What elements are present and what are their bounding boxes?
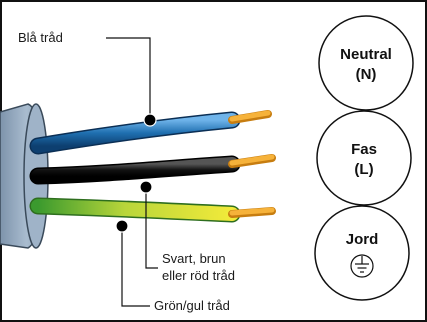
earth-terminal: Jord bbox=[314, 205, 410, 301]
blue-wire-marker-dot bbox=[143, 113, 157, 127]
blue-wire-label: Blå tråd bbox=[18, 30, 63, 45]
green-yellow-wire bbox=[29, 197, 276, 223]
black-wire-marker-dot bbox=[139, 180, 153, 194]
black-wire bbox=[29, 154, 276, 185]
phase-terminal-abbrev: (L) bbox=[354, 161, 373, 178]
phase-terminal-label: Fas bbox=[351, 141, 377, 158]
green-yellow-wire-leader bbox=[115, 219, 150, 307]
green-yellow-wire-label: Grön/gul tråd bbox=[154, 298, 230, 313]
black-wire-label-line2: eller röd tråd bbox=[162, 268, 235, 283]
black-wire-leader bbox=[139, 180, 158, 269]
blue-wire-leader bbox=[106, 37, 157, 127]
earth-terminal-label: Jord bbox=[346, 231, 379, 248]
blue-wire bbox=[29, 110, 272, 155]
earth-ground-icon bbox=[350, 254, 374, 278]
neutral-terminal: Neutral (N) bbox=[318, 15, 414, 111]
phase-terminal: Fas (L) bbox=[316, 110, 412, 206]
neutral-terminal-abbrev: (N) bbox=[356, 66, 377, 83]
black-wire-label-line1: Svart, brun bbox=[162, 251, 226, 266]
green-yellow-wire-marker-dot bbox=[115, 219, 129, 233]
neutral-terminal-label: Neutral bbox=[340, 46, 392, 63]
